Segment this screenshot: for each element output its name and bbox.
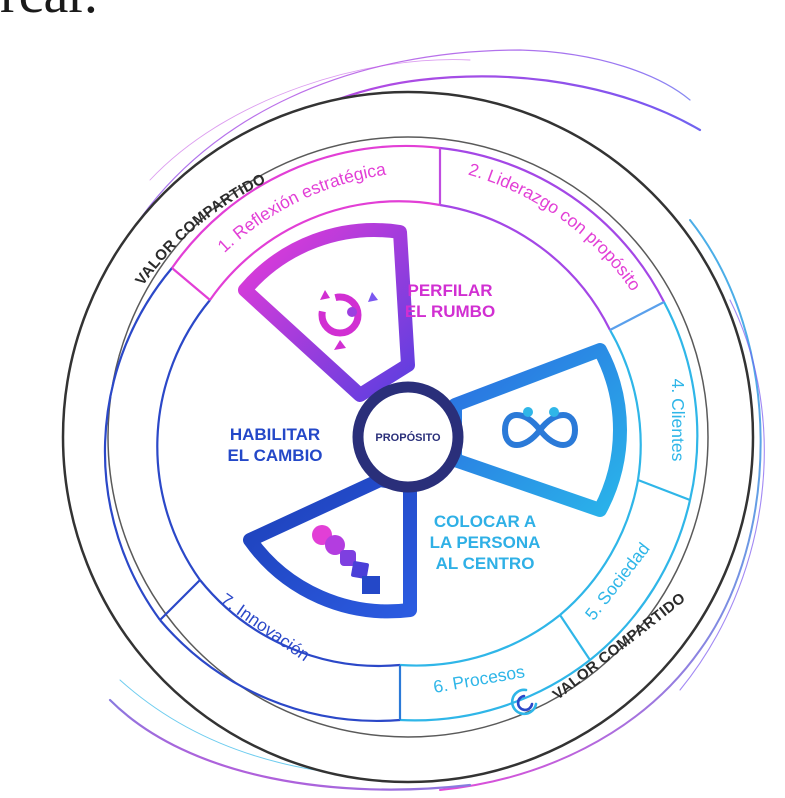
segment-label-3: 4. Clientes [668, 379, 688, 462]
pillar-perfilar [238, 223, 415, 402]
infinity-people-icon [501, 407, 579, 448]
shapes-transform-icon [312, 525, 380, 594]
pillar-label-colocar-3: AL CENTRO [436, 554, 535, 573]
pillar-colocar [448, 343, 627, 517]
pillar-label-colocar-1: COLOCAR A [434, 512, 536, 531]
pillar-label-perfilar-2: EL RUMBO [405, 302, 495, 321]
segments-ring [103, 144, 699, 722]
pillar-label-habilitar-2: EL CAMBIO [227, 446, 322, 465]
spiral-logo-icon [510, 688, 538, 716]
pillar-labels: PERFILAR EL RUMBO COLOCAR A LA PERSONA A… [227, 281, 540, 573]
pillar-label-colocar-2: LA PERSONA [430, 533, 541, 552]
hub-label: PROPÓSITO [375, 431, 441, 444]
purpose-hub: PROPÓSITO [352, 381, 464, 493]
top-text-fragment: rcar. [0, 0, 98, 22]
pillar-label-perfilar-1: PERFILAR [408, 281, 493, 300]
target-compass-icon [318, 290, 378, 350]
segments-ring-outer-border [107, 136, 709, 738]
pillar-habilitar [243, 473, 417, 619]
pillar-label-habilitar-1: HABILITAR [230, 425, 320, 444]
